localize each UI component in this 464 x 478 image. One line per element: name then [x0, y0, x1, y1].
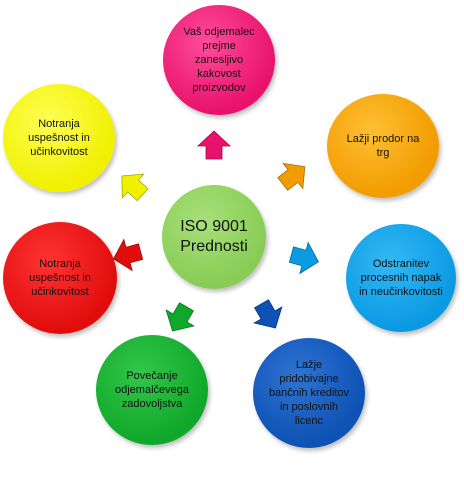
arrow-top	[197, 130, 231, 160]
benefit-label-right: Odstranitev procesnih napak in neučinkov…	[359, 258, 443, 298]
benefit-circle-left: Notranja uspešnost in učinkovitost	[3, 222, 117, 334]
benefit-label-bottom-right: Lažje pridobivajne bančnih kreditov in p…	[268, 359, 350, 427]
arrow-top-left	[110, 163, 154, 208]
benefit-circle-bottom-right: Lažje pridobivajne bančnih kreditov in p…	[253, 338, 365, 448]
arrow-right	[286, 238, 324, 278]
benefit-label-top-left: Notranja uspešnost in učinkovitost	[28, 118, 90, 158]
benefit-circle-top-right: Lažji prodor na trg	[327, 94, 439, 198]
benefit-label-bottom-left: Povečanje odjemalčevega zadovoljstva	[115, 370, 189, 410]
center-circle: ISO 9001 Prednosti	[162, 185, 266, 289]
arrow-bottom-right	[247, 295, 290, 337]
benefit-label-top: Vaš odjemalec prejme zanesljivo kakovost…	[183, 26, 255, 94]
arrow-bottom-left	[158, 298, 201, 340]
arrow-top-right	[272, 153, 316, 198]
benefit-circle-top: Vaš odjemalec prejme zanesljivo kakovost…	[163, 5, 275, 115]
benefit-circle-top-left: Notranja uspešnost in učinkovitost	[3, 84, 115, 192]
benefit-circle-bottom-left: Povečanje odjemalčevega zadovoljstva	[96, 335, 208, 445]
benefit-label-top-right: Lažji prodor na trg	[346, 133, 420, 159]
benefit-circle-right: Odstranitev procesnih napak in neučinkov…	[346, 224, 456, 332]
center-title: ISO 9001 Prednosti	[180, 218, 248, 255]
benefit-label-left: Notranja uspešnost in učinkovitost	[29, 258, 91, 298]
